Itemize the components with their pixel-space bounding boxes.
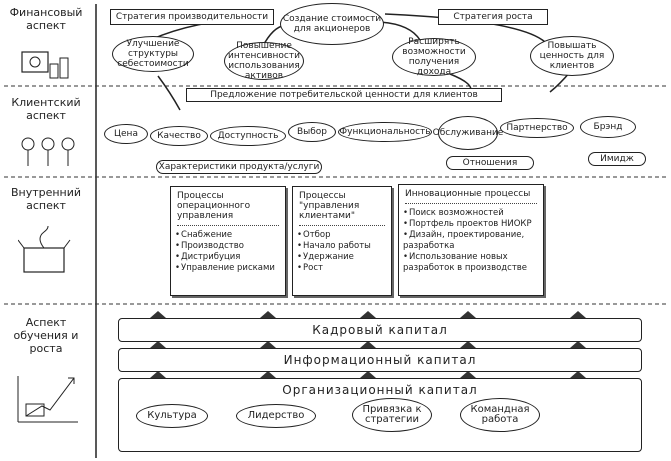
- people-icon: [21, 137, 75, 166]
- innovation-item: Использование новых разработок в произво…: [403, 252, 541, 274]
- operations-process-box: Процессы операционного управления Снабже…: [170, 186, 286, 296]
- attribute-availability: Доступность: [210, 126, 286, 146]
- org-item-leadership: Лидерство: [236, 404, 316, 428]
- customer-perspective-label: Клиентский аспект: [11, 96, 81, 122]
- attribute-price: Цена: [104, 124, 148, 144]
- org-item-teamwork: Командная работа: [460, 398, 540, 432]
- attribute-quality: Качество: [150, 126, 208, 146]
- human-capital-band: Кадровый капитал: [118, 318, 642, 342]
- operations-process-title: Процессы операционного управления: [177, 191, 251, 221]
- productivity-strategy-box: Стратегия производительности: [110, 9, 274, 25]
- relationships-box: Отношения: [446, 156, 534, 170]
- attribute-service: Обслуживание: [433, 116, 503, 150]
- asset-utilization-oval: Повышение интенсивности использования ак…: [224, 41, 304, 81]
- information-capital-band: Информационный капитал: [118, 348, 642, 372]
- attribute-functionality: Функциональность: [338, 122, 432, 142]
- image-box: Имидж: [588, 152, 646, 166]
- customer-value-oval: Повышать ценность для клиентов: [530, 36, 614, 76]
- innovation-process-title: Инновационные процессы: [405, 189, 531, 199]
- box-icon: [18, 226, 71, 273]
- operations-item: Дистрибуция: [175, 252, 283, 263]
- product-characteristics-box: Характеристики продукта/услуги: [156, 160, 322, 174]
- operations-item: Снабжение: [175, 230, 283, 241]
- innovation-item: Портфель проектов НИОКР: [403, 219, 541, 230]
- innovation-item: Дизайн, проектирование, разработка: [403, 230, 541, 252]
- customer-mgmt-item: Удержание: [297, 252, 389, 263]
- innovation-process-box: Инновационные процессы Поиск возможносте…: [398, 184, 544, 296]
- attribute-partnership: Партнерство: [500, 118, 574, 138]
- learning-perspective-label: Аспект обучения и роста: [13, 316, 79, 355]
- organization-capital-label: Организационный капитал: [282, 383, 478, 397]
- expand-revenue-oval: Расширять возможности получения дохода: [392, 37, 476, 77]
- internal-perspective-label: Внутренний аспект: [10, 186, 82, 212]
- org-item-culture: Культура: [136, 404, 208, 428]
- attribute-brand: Брэнд: [580, 116, 636, 138]
- customer-mgmt-item: Отбор: [297, 230, 389, 241]
- growth-strategy-box: Стратегия роста: [438, 9, 548, 25]
- operations-item: Управление рисками: [175, 263, 283, 274]
- cost-structure-oval: Улучшение структуры себестоимости: [112, 36, 194, 72]
- innovation-item: Поиск возможностей: [403, 208, 541, 219]
- growth-book-icon: [17, 376, 78, 423]
- customer-mgmt-process-title: Процессы "управления клиентами": [299, 191, 360, 221]
- financial-perspective-label: Финансовый аспект: [9, 6, 83, 32]
- customer-mgmt-process-box: Процессы "управления клиентами" Отбор На…: [292, 186, 392, 296]
- attribute-choice: Выбор: [288, 122, 336, 142]
- value-proposition-box: Предложение потребительской ценности для…: [186, 88, 502, 102]
- customer-mgmt-item: Рост: [297, 263, 389, 274]
- operations-item: Производство: [175, 241, 283, 252]
- money-icon: [21, 51, 69, 79]
- customer-mgmt-item: Начало работы: [297, 241, 389, 252]
- shareholder-value-oval: Создание стоимости для акционеров: [280, 3, 384, 45]
- org-item-strategy-alignment: Привязка к стратегии: [352, 398, 432, 432]
